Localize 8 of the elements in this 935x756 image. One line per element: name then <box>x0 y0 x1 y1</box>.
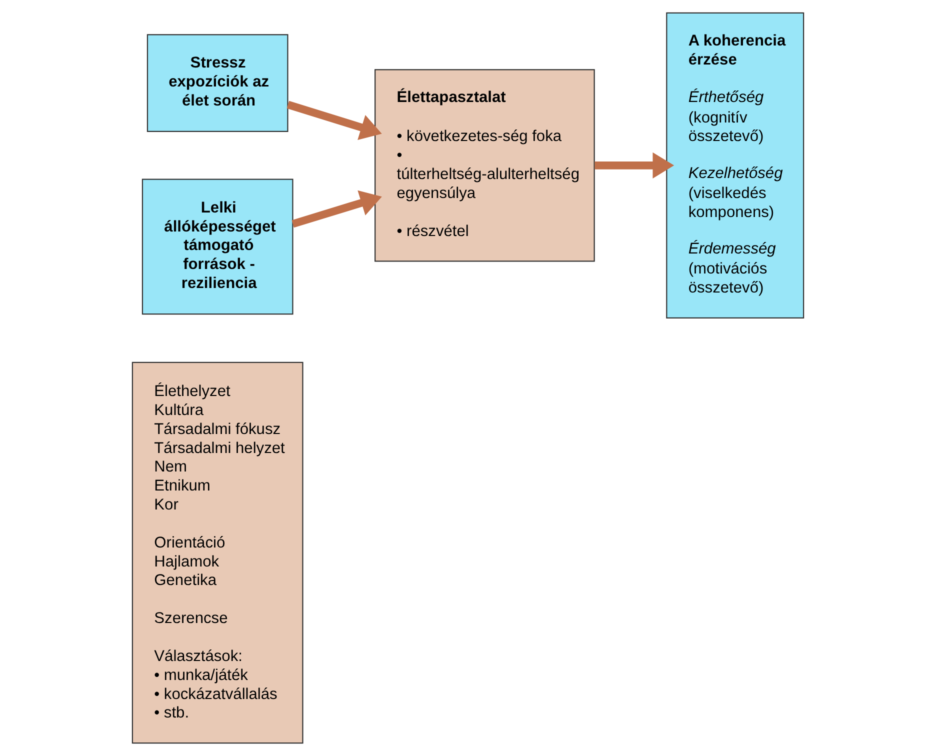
node-box: Élethelyzet Kultúra Társadalmi fókusz Társadalmi helyzet Nem Etnikum Kor Orientáció Hajlamok Genetika Szerencse Választások: • munka/játék • kockázatvállalás • stb. <box>131 362 303 744</box>
node-box: Élettapasztalat • következetes-ség foka • túlterheltség-alulterheltség egyensúlya • részvétel <box>374 69 594 262</box>
node-box: Lelki állóképességet támogató források - reziliencia <box>141 178 293 315</box>
arrow <box>286 100 382 140</box>
arrow <box>291 190 382 228</box>
arrow <box>594 152 674 179</box>
node-box: Stressz expozíciók az élet során <box>146 34 288 132</box>
node-box: A koherencia érzése Érthetőség (kognitív összetevő) Kezelhetőség (viselkedés komponens) Érdemesség (motivációs összetevő) <box>666 12 804 318</box>
